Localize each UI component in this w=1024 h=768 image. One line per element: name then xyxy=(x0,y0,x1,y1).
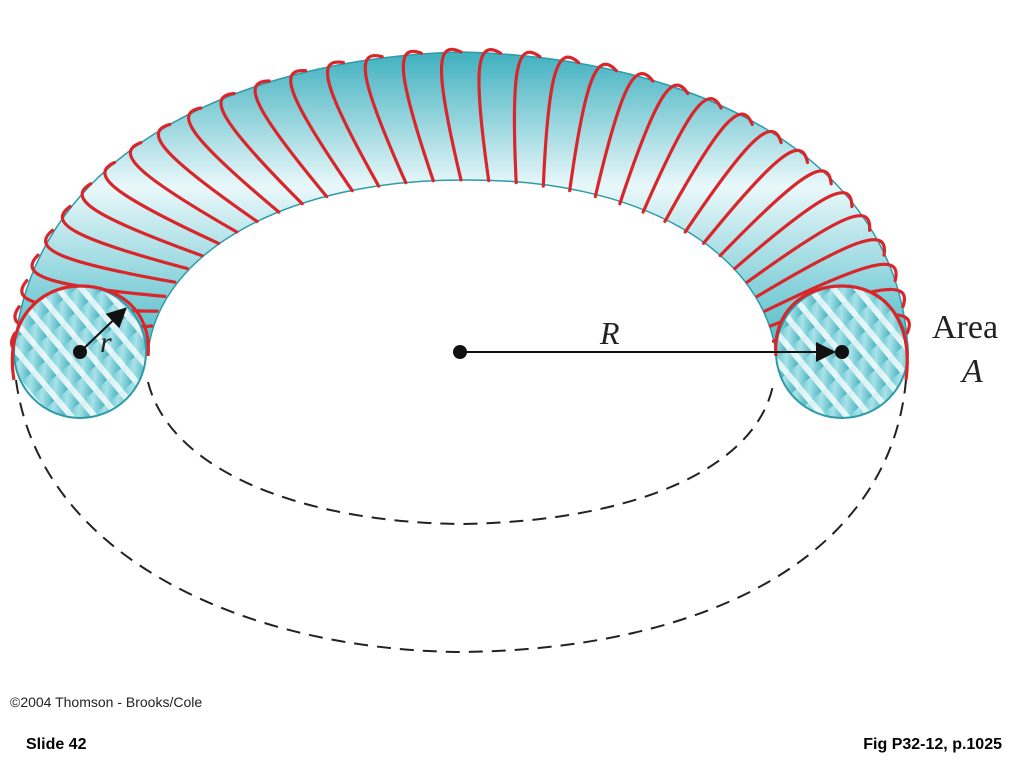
coil-turn xyxy=(763,262,898,313)
coil-turn xyxy=(156,122,259,224)
coil-turn xyxy=(641,97,723,214)
inner-dashed-outline xyxy=(147,379,775,526)
coil-turn xyxy=(512,50,542,185)
coil-turn xyxy=(253,79,329,199)
coil-windings xyxy=(9,47,911,356)
coil-turn xyxy=(439,47,463,182)
coil-turn xyxy=(363,54,408,185)
coil-turn xyxy=(128,141,239,234)
coil-turn xyxy=(568,62,618,193)
coil-turn xyxy=(745,214,872,284)
coil-turn xyxy=(325,60,381,188)
coil-turn xyxy=(219,91,304,206)
coil-turn xyxy=(733,191,854,271)
area-word-label: Area xyxy=(932,309,998,346)
coil-turn xyxy=(103,160,220,245)
coil-turn xyxy=(702,148,810,245)
coil-turn xyxy=(718,169,833,258)
coil-turn xyxy=(289,69,354,193)
coil-turn xyxy=(187,106,281,214)
coil-turn xyxy=(80,182,204,258)
coil-turn xyxy=(618,83,690,206)
coil-turn xyxy=(30,253,167,298)
right-cap-coil xyxy=(774,284,909,381)
big-radius-label: R xyxy=(599,315,620,351)
coil-turn xyxy=(477,48,503,183)
coil-turn xyxy=(683,129,783,234)
coil-turn xyxy=(663,112,754,224)
small-radius-label: r xyxy=(100,326,112,359)
coil-turn xyxy=(593,72,655,199)
small-radius-arrow xyxy=(79,307,127,353)
right-center-dot xyxy=(835,345,849,359)
slide-number: Slide 42 xyxy=(26,736,87,753)
coil-turn xyxy=(401,49,435,183)
left-cap-coil xyxy=(10,284,150,381)
coil-turn xyxy=(541,55,581,188)
coil-turn xyxy=(755,238,887,298)
coil-turn xyxy=(44,228,177,284)
outer-dashed-outline xyxy=(15,379,907,654)
figure-reference: Fig P32-12, p.1025 xyxy=(863,736,1002,753)
copyright-notice: ©2004 Thomson - Brooks/Cole xyxy=(10,694,203,710)
footer-bar xyxy=(0,724,1024,768)
area-symbol-label: A xyxy=(960,353,983,390)
coil-turn xyxy=(60,204,189,271)
